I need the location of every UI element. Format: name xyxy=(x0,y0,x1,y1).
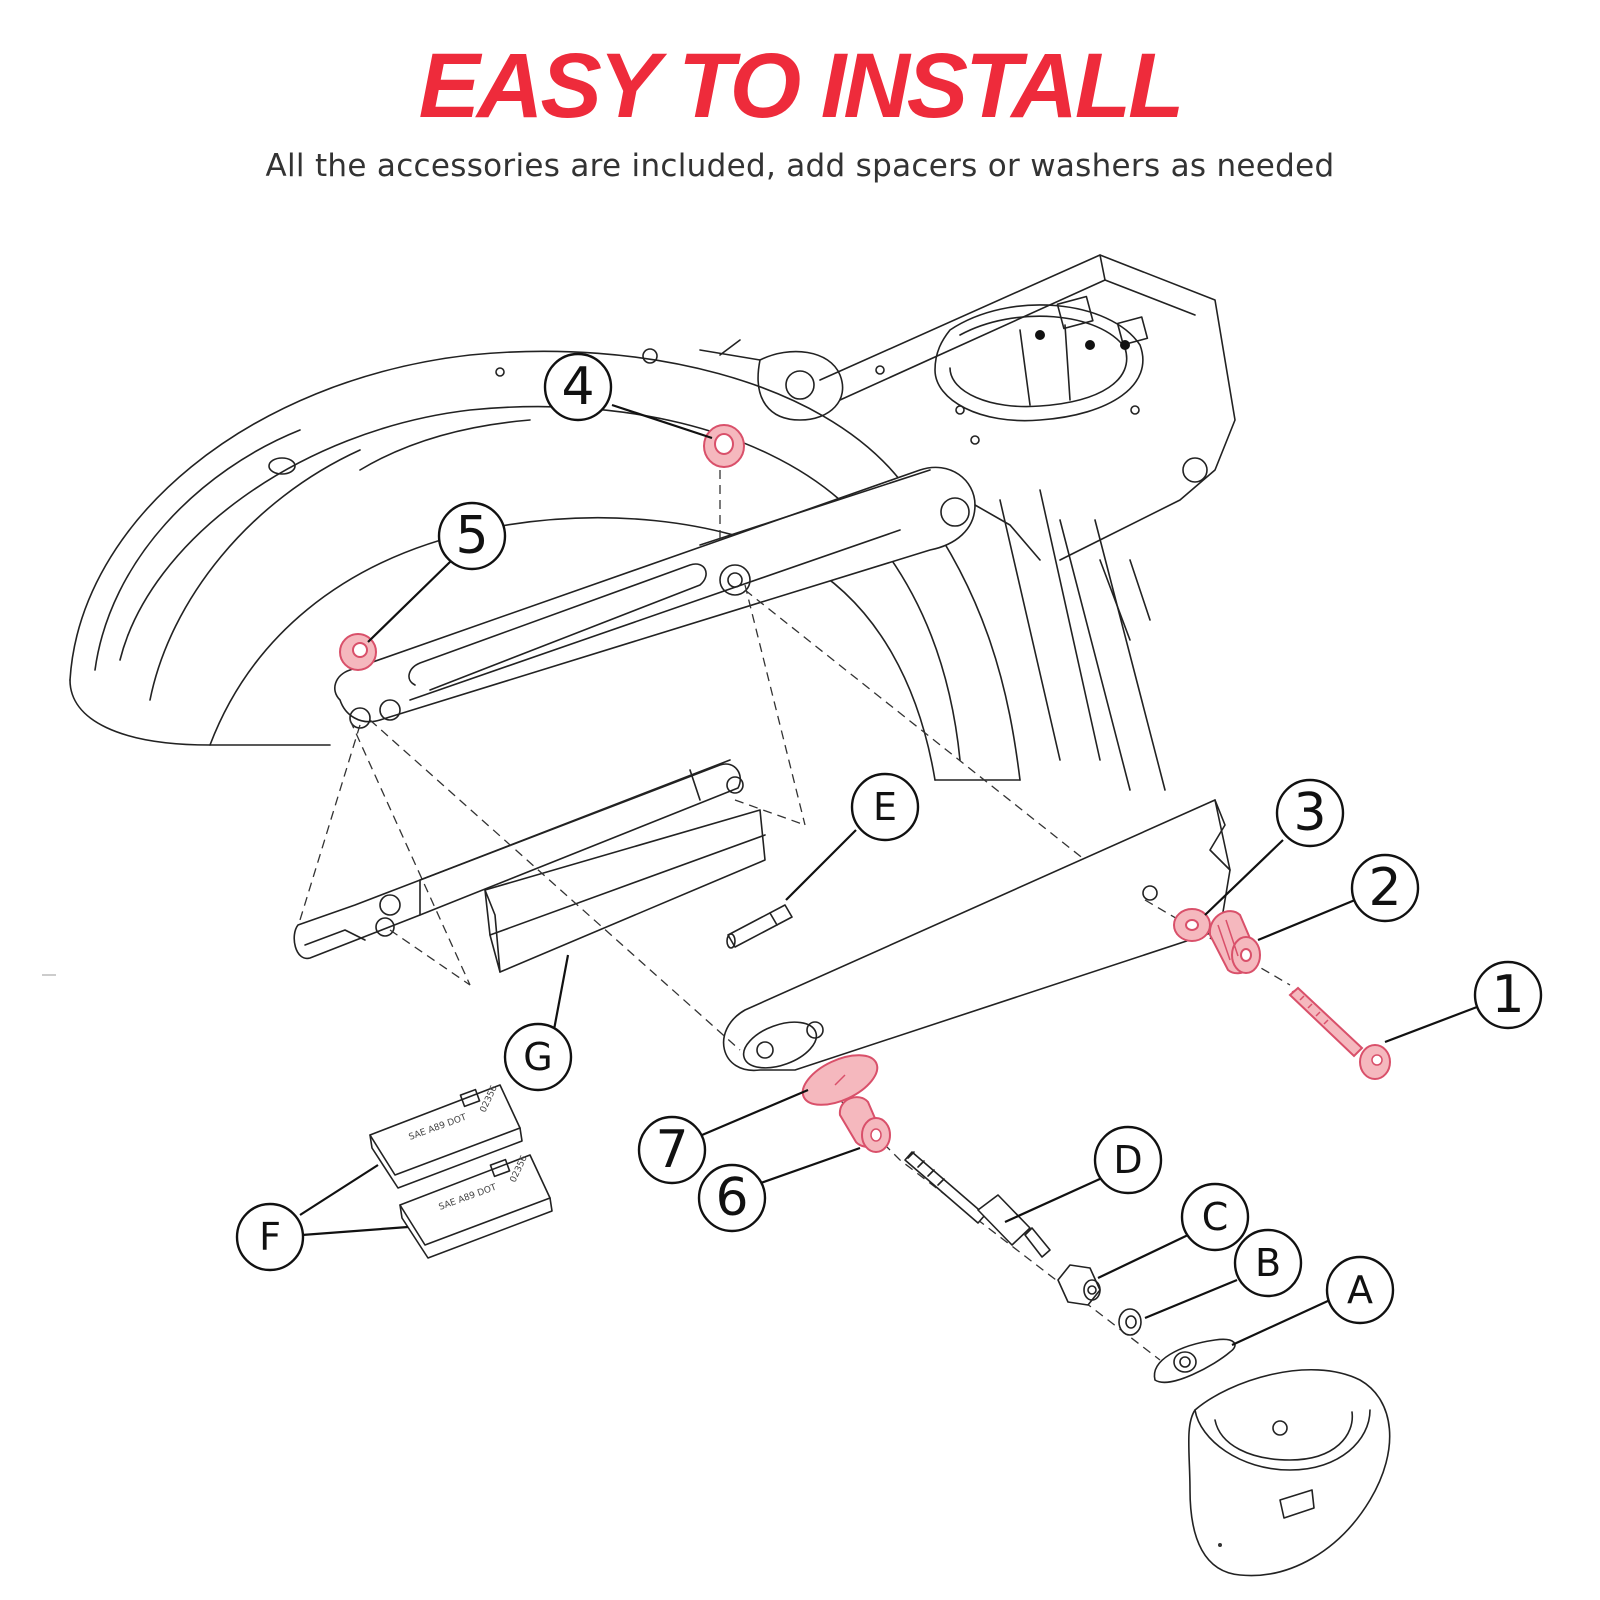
callout-f: F xyxy=(235,1202,305,1272)
callout-5: 5 xyxy=(437,501,507,571)
callout-6: 6 xyxy=(697,1163,767,1233)
callout-e: E xyxy=(850,772,920,842)
callout-d-label: D xyxy=(1113,1138,1142,1182)
fuse-e xyxy=(726,904,793,949)
callout-a-label: A xyxy=(1347,1268,1373,1312)
hardware-outline xyxy=(726,904,1391,1577)
grommet-2 xyxy=(1208,910,1261,975)
page-subtitle: All the accessories are included, add sp… xyxy=(265,148,1335,184)
callout-1-label: 1 xyxy=(1491,965,1524,1025)
callout-2: 2 xyxy=(1350,853,1420,923)
callout-a: A xyxy=(1325,1255,1395,1325)
plate-f-2: SAE A89 DOT 02356 xyxy=(399,1154,553,1259)
leader-lines xyxy=(299,403,1478,1346)
callout-2-label: 2 xyxy=(1368,858,1401,918)
callout-3-label: 3 xyxy=(1293,783,1326,843)
callout-f-label: F xyxy=(259,1215,281,1259)
lower-mount-bar xyxy=(722,799,1231,1072)
lower-strut-bracket xyxy=(293,759,744,959)
callout-7: 7 xyxy=(637,1115,707,1185)
motorcycle-frame xyxy=(699,254,1236,791)
callout-d: D xyxy=(1093,1125,1163,1195)
washer-5 xyxy=(339,633,377,671)
callout-5-label: 5 xyxy=(455,506,488,566)
washer-4 xyxy=(703,424,745,468)
callout-b-label: B xyxy=(1255,1241,1281,1285)
callout-c-label: C xyxy=(1202,1195,1229,1239)
header: EASY TO INSTALL All the accessories are … xyxy=(0,40,1600,184)
callout-4: 4 xyxy=(543,352,613,422)
callout-1: 1 xyxy=(1473,960,1543,1030)
spacer-6 xyxy=(838,1096,891,1153)
callout-3: 3 xyxy=(1275,778,1345,848)
washer-b xyxy=(1118,1308,1142,1336)
callout-g-label: G xyxy=(523,1035,552,1079)
upper-fender-strut xyxy=(334,466,1041,729)
stud-d xyxy=(904,1151,1051,1258)
highlighted-parts xyxy=(339,424,1391,1153)
turn-signal-housing xyxy=(1187,1368,1391,1577)
callout-e-label: E xyxy=(873,785,897,829)
callout-6-label: 6 xyxy=(715,1168,748,1228)
callout-g: G xyxy=(503,1022,573,1092)
bolt-1 xyxy=(1288,986,1391,1080)
callout-4-label: 4 xyxy=(561,357,594,417)
reflector-strip xyxy=(484,809,766,973)
nut-c xyxy=(1057,1264,1101,1306)
callout-7-label: 7 xyxy=(655,1120,688,1180)
reflector-plates-f: SAE A89 DOT 02356 SAE A89 DOT 02356 xyxy=(369,1084,553,1259)
page-title: EASY TO INSTALL xyxy=(418,35,1185,137)
gasket-a xyxy=(1153,1338,1236,1383)
plate-f-1: SAE A89 DOT 02356 xyxy=(369,1084,523,1189)
callout-b: B xyxy=(1233,1228,1303,1298)
callout-c: C xyxy=(1180,1182,1250,1252)
washer-3 xyxy=(1173,908,1211,942)
